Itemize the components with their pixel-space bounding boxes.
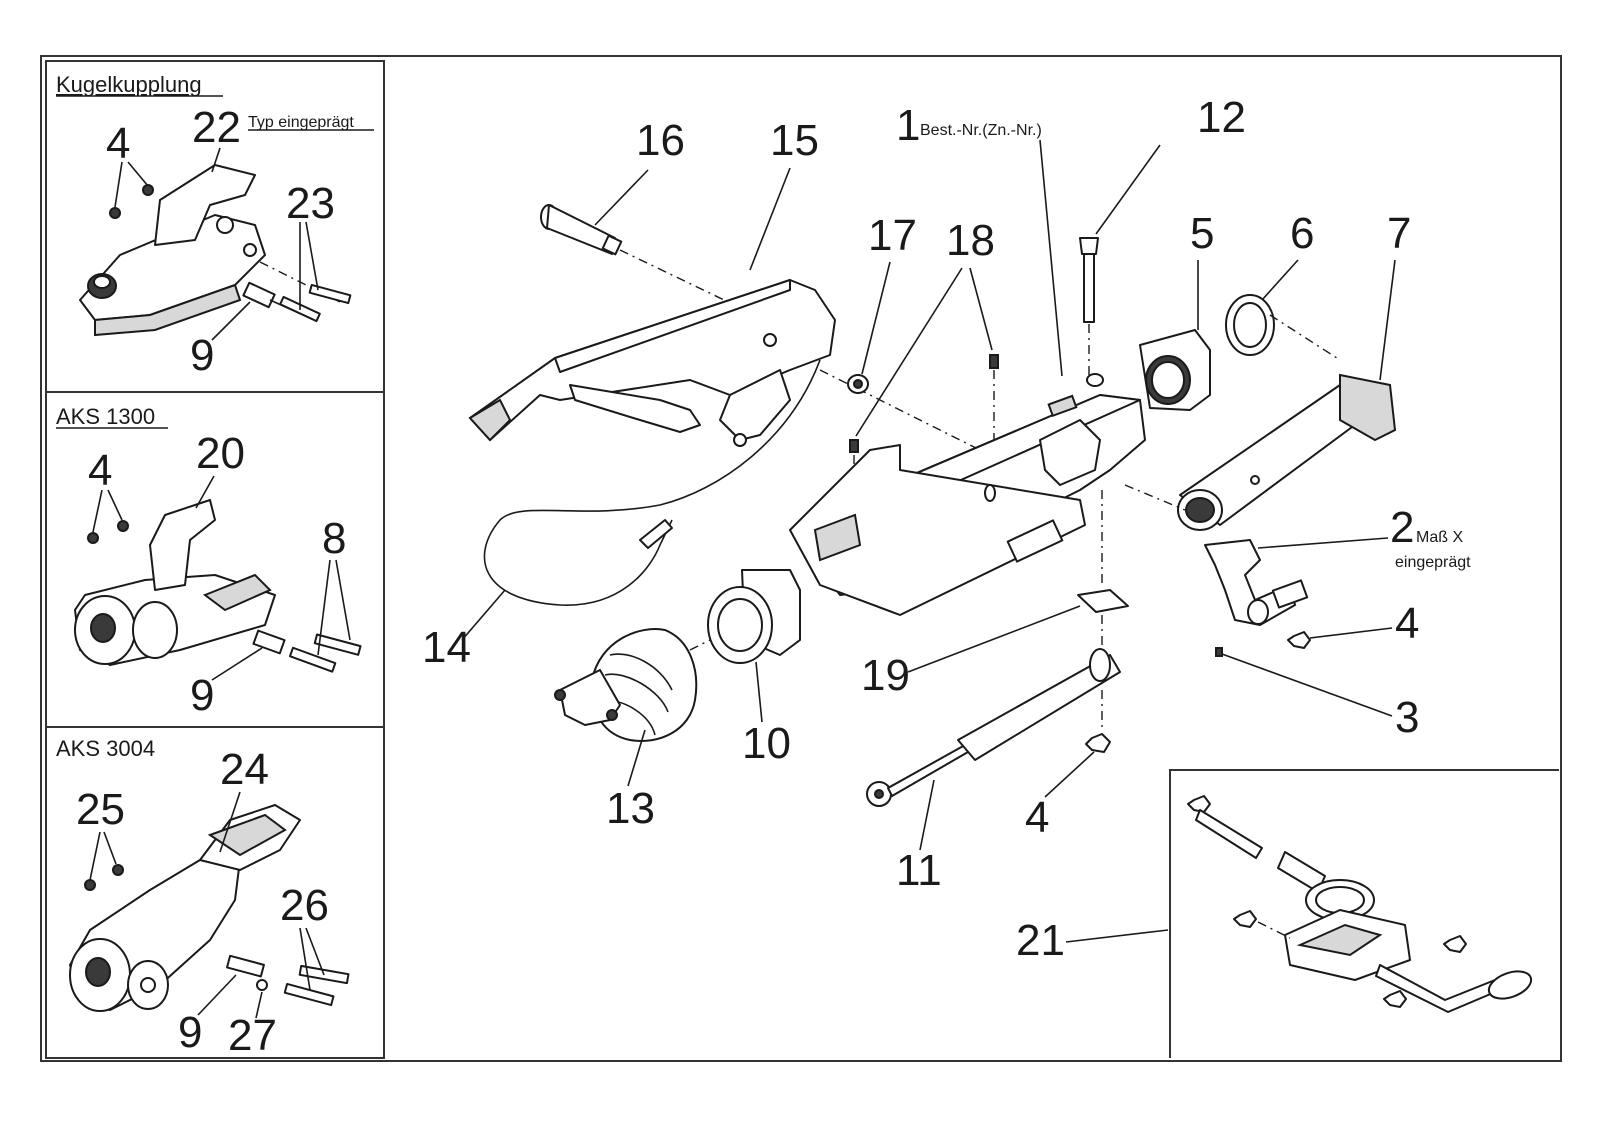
label-22: 22 <box>192 103 241 152</box>
label-25: 25 <box>76 785 125 834</box>
label-24: 24 <box>220 745 269 794</box>
panel-title-kugelkupplung: Kugelkupplung <box>56 72 202 97</box>
label-27: 27 <box>228 1011 277 1060</box>
label-2-note-b: eingeprägt <box>1395 554 1471 571</box>
label-4: 4 <box>106 119 130 168</box>
label-16: 16 <box>636 116 685 165</box>
type-embossed-note: Typ eingeprägt <box>248 114 354 131</box>
part-6-ring <box>1225 294 1341 361</box>
panel-title-aks-1300: AKS 1300 <box>56 404 155 429</box>
part-10-bushing <box>689 569 801 664</box>
label-14: 14 <box>422 623 471 672</box>
outer-frame <box>40 55 1562 1062</box>
label-10: 10 <box>742 719 791 768</box>
label-26: 26 <box>280 881 329 930</box>
part-5-bushing <box>1139 329 1211 411</box>
panel-title-aks-3004: AKS 3004 <box>56 736 155 761</box>
part-21-clamp <box>1187 795 1533 1013</box>
label-5: 5 <box>1190 209 1214 258</box>
label-8: 8 <box>322 514 346 563</box>
label-18: 18 <box>946 216 995 265</box>
part-2-bracket <box>1204 539 1309 626</box>
part-19-plate <box>1077 589 1129 613</box>
part-18-grease-nipple <box>849 439 859 453</box>
part-13-bellows <box>554 628 698 742</box>
part-18-grease-nipple <box>989 354 999 369</box>
label-19: 19 <box>861 651 910 700</box>
label-9: 9 <box>190 331 214 380</box>
part-11-shock-absorber <box>866 648 1121 807</box>
label-15: 15 <box>770 116 819 165</box>
label-2-note-a: Maß X <box>1416 529 1463 546</box>
left-panel-frame <box>45 60 385 1059</box>
part-12-bolt <box>1079 237 1099 380</box>
label-23: 23 <box>286 179 335 228</box>
label-6: 6 <box>1290 209 1314 258</box>
label-9: 9 <box>190 671 214 720</box>
part-4-nut <box>1287 631 1311 649</box>
part-3-grease-nipple <box>1215 647 1223 657</box>
main-drawbar-assembly: 1 Best.-Nr.(Zn.-Nr.) 12 16 15 17 18 5 6 … <box>422 93 1533 1013</box>
label-7: 7 <box>1387 209 1411 258</box>
inset-frame-21 <box>1169 769 1559 1058</box>
aks-1300-drawing <box>74 499 362 673</box>
label-20: 20 <box>196 429 245 478</box>
part-7-drawbar-tube <box>1124 373 1397 531</box>
part-4-nut <box>1085 733 1111 753</box>
label-3: 3 <box>1395 693 1419 742</box>
label-1: 1 <box>896 101 920 150</box>
label-21: 21 <box>1016 916 1065 965</box>
label-4: 4 <box>1025 793 1049 842</box>
label-17: 17 <box>868 211 917 260</box>
part-15-handbrake-lever <box>468 279 981 451</box>
part-1-drawbar-housing <box>789 373 1146 616</box>
label-2: 2 <box>1390 503 1414 552</box>
label-4: 4 <box>1395 599 1419 648</box>
panel-aks-3004: AKS 3004 25 24 26 9 27 <box>56 736 350 1060</box>
panel-kugelkupplung: Kugelkupplung Typ eingeprägt 4 22 23 9 <box>56 72 374 380</box>
panel-aks-1300: AKS 1300 4 20 8 9 <box>56 404 362 720</box>
label-12: 12 <box>1197 93 1246 142</box>
part-16-bolt <box>540 204 771 323</box>
label-1-note: Best.-Nr.(Zn.-Nr.) <box>920 122 1042 139</box>
part-14-breakaway-cable <box>483 359 821 606</box>
aks-3004-drawing <box>69 804 350 1012</box>
label-9: 9 <box>178 1008 202 1057</box>
label-4: 4 <box>88 446 112 495</box>
label-11: 11 <box>896 846 942 895</box>
label-13: 13 <box>606 784 655 833</box>
